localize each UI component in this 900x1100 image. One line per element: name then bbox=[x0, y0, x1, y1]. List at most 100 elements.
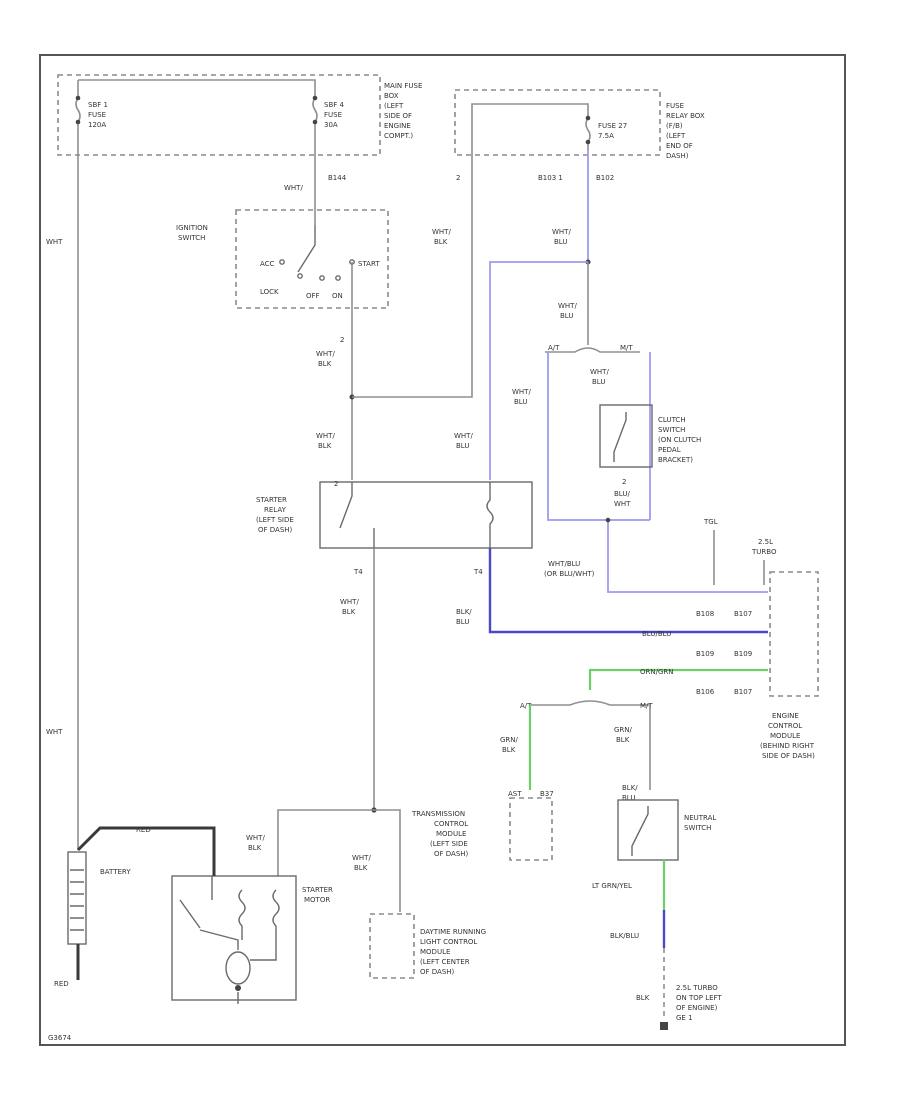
wire-label-wht-7a: WHT/ bbox=[352, 854, 371, 862]
connector-2-ign: 2 bbox=[340, 336, 344, 344]
fuse-27-label: FUSE 27 bbox=[598, 122, 627, 130]
neutral-switch-box bbox=[617, 799, 679, 861]
wire-orngrn-to-ecm bbox=[588, 668, 768, 690]
wire-label-blkblu-3: BLK/BLU bbox=[610, 932, 639, 940]
connector-b103: B103 1 bbox=[538, 174, 563, 182]
tcm-label-5: OF DASH) bbox=[434, 850, 469, 858]
ground-label-2: ON TOP LEFT bbox=[676, 994, 722, 1002]
starter-motor-internals bbox=[179, 876, 280, 1004]
wire-label-blkblu-1b: BLU bbox=[456, 618, 469, 626]
battery-ground-label: RED bbox=[54, 980, 69, 988]
starter-relay-label-3: (LEFT SIDE bbox=[256, 516, 294, 524]
starter-relay-box bbox=[319, 481, 533, 549]
tcm-label-1: TRANSMISSION bbox=[411, 810, 465, 818]
wire-fuse-relay-to-junction bbox=[352, 152, 473, 398]
ignition-switch-label-1: IGNITION bbox=[176, 224, 208, 232]
wire-label-blkblu-1a: BLK/ bbox=[456, 608, 472, 616]
drl-label-2: LIGHT CONTROL bbox=[420, 938, 477, 946]
main-fuse-box bbox=[57, 74, 381, 156]
neutral-label-1: NEUTRAL bbox=[684, 814, 716, 822]
connector-b107b: B107 bbox=[734, 688, 752, 696]
ecm-variant-2: TURBO bbox=[751, 548, 777, 556]
wire-label-blk-7b: BLK bbox=[354, 864, 368, 872]
wire-label-whtblu-2a: WHT/ bbox=[558, 302, 577, 310]
fuse-sbf4 bbox=[312, 95, 318, 150]
ignition-acc: ACC bbox=[260, 260, 275, 268]
fuse-27 bbox=[585, 115, 591, 150]
clutch-label-3: (ON CLUTCH bbox=[658, 436, 701, 444]
wire-label-blublk: BLU/BLU bbox=[642, 630, 671, 638]
wire-label-wht-4a: WHT/ bbox=[432, 228, 451, 236]
ignition-off: OFF bbox=[306, 292, 320, 300]
drl-label-5: OF DASH) bbox=[420, 968, 455, 976]
wire-label-wht-2a: WHT/ bbox=[316, 350, 335, 358]
wire-label-wht-1a: WHT/ bbox=[284, 184, 303, 192]
wire-label-whtblu-1a: WHT/ bbox=[552, 228, 571, 236]
fuse-27-amp-label: 7.5A bbox=[598, 132, 614, 140]
drl-label-1: DAYTIME RUNNING bbox=[420, 928, 486, 936]
ignition-lock: LOCK bbox=[260, 288, 279, 296]
main-fuse-box-label-1: MAIN FUSE bbox=[384, 82, 422, 90]
neutral-label-2: SWITCH bbox=[684, 824, 711, 832]
ignition-switch-box bbox=[235, 209, 389, 309]
main-fuse-bus bbox=[78, 79, 316, 98]
clutch-label-4: PEDAL bbox=[658, 446, 681, 454]
ignition-switch-label-2: SWITCH bbox=[178, 234, 205, 242]
ground-label-1: 2.5L TURBO bbox=[676, 984, 718, 992]
wire-label-whtblu-orblu: WHT/BLU bbox=[548, 560, 580, 568]
sbf4-label: SBF 4 bbox=[324, 101, 344, 109]
tcm-connector-b: B37 bbox=[540, 790, 554, 798]
at-mt-split-2 bbox=[530, 700, 650, 706]
fuse-relay-box-label-5: END OF bbox=[666, 142, 693, 150]
drl-label-3: MODULE bbox=[420, 948, 450, 956]
wire-label-blkblu-2a: BLK/ bbox=[622, 784, 638, 792]
wire-label-grnblk-1a: GRN/ bbox=[500, 736, 519, 744]
at-label-1: A/T bbox=[548, 344, 560, 352]
wire-label-whtblu-5b: BLU bbox=[456, 442, 469, 450]
wire-label-grnblk-1b: BLK bbox=[502, 746, 516, 754]
wire-label-whtblu-1b: BLU bbox=[554, 238, 567, 246]
wire-relay-coil-to-ecm bbox=[488, 548, 768, 634]
starter-relay-label-1: STARTER bbox=[256, 496, 287, 504]
ecm-box bbox=[769, 571, 819, 697]
fuse-relay-box-label-6: DASH) bbox=[666, 152, 689, 160]
connector-2-clutch: 2 bbox=[622, 478, 626, 486]
main-fuse-box-label-4: SIDE OF bbox=[384, 112, 412, 120]
ignition-start: START bbox=[358, 260, 380, 268]
ignition-switch-contacts bbox=[279, 225, 355, 281]
wire-label-bluwht-b: WHT bbox=[614, 500, 631, 508]
ecm-label-1: ENGINE bbox=[772, 712, 799, 720]
sbf4-fuse-label: FUSE bbox=[324, 111, 342, 119]
connector-relay-1: 2 bbox=[334, 480, 338, 488]
starter-relay-contact bbox=[339, 482, 353, 529]
wire-whtblk-to-starter bbox=[277, 809, 374, 876]
tcm-label-2: CONTROL bbox=[434, 820, 468, 828]
starter-relay-coil bbox=[486, 482, 494, 548]
ground-label-3: OF ENGINE) bbox=[676, 1004, 718, 1012]
ground-label-4: GE 1 bbox=[676, 1014, 693, 1022]
starter-relay-label-4: OF DASH) bbox=[258, 526, 293, 534]
mt-label-2: M/T bbox=[640, 702, 653, 710]
tcm-box bbox=[509, 797, 553, 861]
wire-label-whtblu-2b: BLU bbox=[560, 312, 573, 320]
drl-label-4: (LEFT CENTER bbox=[420, 958, 470, 966]
starter-motor-box bbox=[171, 875, 297, 1001]
battery-symbol bbox=[67, 851, 87, 945]
wire-label-blkblu-2b: BLU bbox=[622, 794, 635, 802]
fuse-relay-box-label-4: (LEFT bbox=[666, 132, 686, 140]
ground-point bbox=[660, 1022, 668, 1030]
fuse-relay-bus bbox=[471, 103, 589, 152]
wire-wht-label-1: WHT bbox=[46, 238, 63, 246]
main-fuse-box-label-5: ENGINE bbox=[384, 122, 411, 130]
wire-label-blk-3b: BLK bbox=[318, 442, 332, 450]
fuse-relay-box-label-2: RELAY BOX bbox=[666, 112, 705, 120]
wire-label-orbluwht: (OR BLU/WHT) bbox=[544, 570, 595, 578]
starter-relay-label-2: RELAY bbox=[264, 506, 287, 514]
diagram-id: G3674 bbox=[48, 1034, 72, 1042]
wire-label-orngrn: ORN/GRN bbox=[640, 668, 674, 676]
t4-label-1: T4 bbox=[353, 568, 363, 576]
wire-label-blk-4b: BLK bbox=[434, 238, 448, 246]
wire-label-whtblu-3b: BLU bbox=[514, 398, 527, 406]
